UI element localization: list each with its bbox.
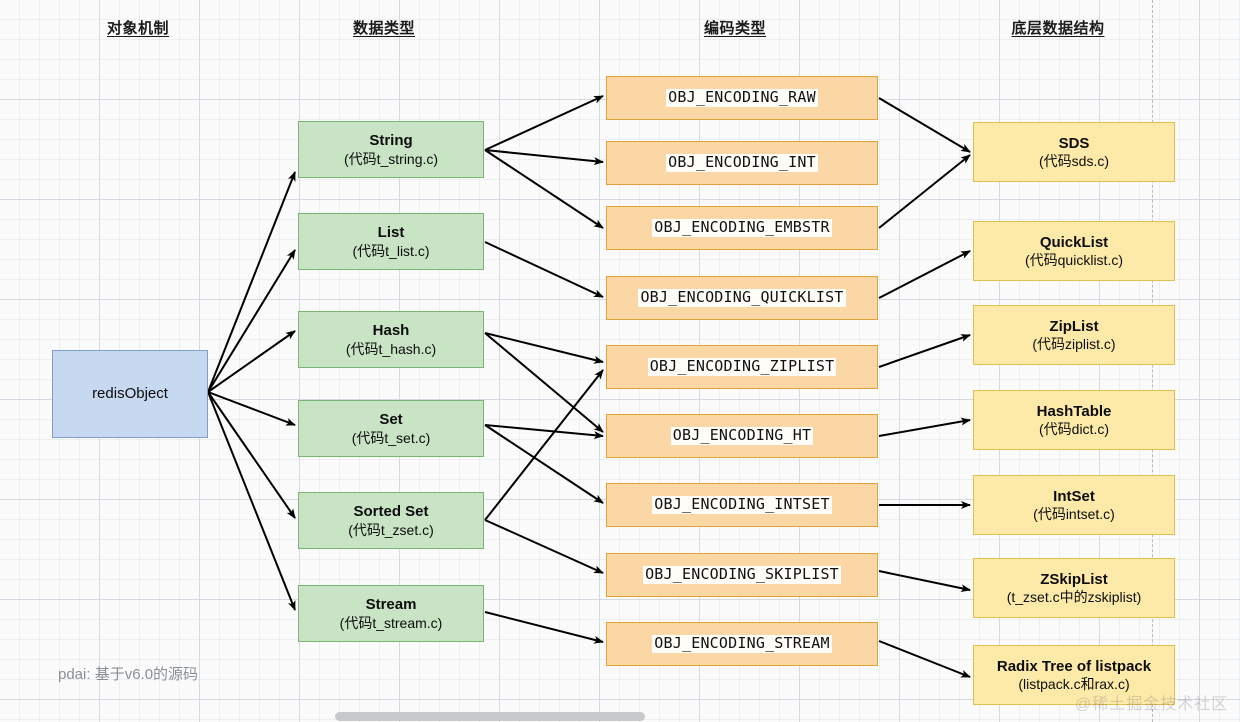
node-subtitle: (代码t_string.c) (343, 150, 439, 167)
node-subtitle: (代码sds.c) (1039, 153, 1109, 170)
node-ziplist[interactable]: OBJ_ENCODING_ZIPLIST (606, 345, 878, 389)
horizontal-scrollbar[interactable] (0, 710, 1240, 722)
node-int[interactable]: OBJ_ENCODING_INT (606, 141, 878, 185)
node-set[interactable]: Set(代码t_set.c) (298, 400, 484, 457)
node-quicklist[interactable]: OBJ_ENCODING_QUICKLIST (606, 276, 878, 320)
node-sds[interactable]: SDS(代码sds.c) (973, 122, 1175, 182)
node-title: redisObject (92, 385, 168, 403)
node-title: Stream (365, 596, 417, 614)
node-title: IntSet (1053, 487, 1095, 505)
node-stream[interactable]: Stream(代码t_stream.c) (298, 585, 484, 642)
node-intset-ds[interactable]: IntSet(代码intset.c) (973, 475, 1175, 535)
node-title: List (377, 224, 405, 242)
column-header-encoding-type: 编码类型 (703, 20, 766, 37)
node-subtitle: (代码t_zset.c) (348, 521, 434, 538)
node-subtitle: (代码quicklist.c) (1024, 252, 1123, 269)
node-subtitle: (listpack.c和rax.c) (1018, 676, 1130, 693)
scrollbar-thumb[interactable] (335, 712, 645, 721)
node-ziplist-ds[interactable]: ZipList(代码ziplist.c) (973, 305, 1175, 365)
column-header-underlying-structure: 底层数据结构 (1011, 20, 1105, 37)
node-subtitle: (t_zset.c中的zskiplist) (1006, 589, 1142, 606)
node-string[interactable]: String(代码t_string.c) (298, 121, 484, 178)
node-title: OBJ_ENCODING_RAW (666, 88, 818, 107)
node-title: Set (379, 411, 403, 429)
node-ht[interactable]: OBJ_ENCODING_HT (606, 414, 878, 458)
node-title: SDS (1058, 134, 1090, 152)
node-subtitle: (代码t_list.c) (352, 242, 430, 259)
node-title: OBJ_ENCODING_HT (670, 426, 814, 445)
node-title: OBJ_ENCODING_INTSET (652, 495, 832, 514)
node-title: String (369, 132, 413, 150)
node-intset[interactable]: OBJ_ENCODING_INTSET (606, 483, 878, 527)
node-sorted-set[interactable]: Sorted Set(代码t_zset.c) (298, 492, 484, 549)
node-hash[interactable]: Hash(代码t_hash.c) (298, 311, 484, 368)
node-title: ZSkipList (1040, 570, 1108, 588)
node-stream-enc[interactable]: OBJ_ENCODING_STREAM (606, 622, 878, 666)
node-title: Hash (372, 322, 410, 340)
node-subtitle: (代码dict.c) (1039, 421, 1109, 438)
node-raw[interactable]: OBJ_ENCODING_RAW (606, 76, 878, 120)
node-title: QuickList (1039, 233, 1109, 251)
node-title: HashTable (1036, 402, 1112, 420)
node-title: Sorted Set (353, 503, 429, 521)
node-title: OBJ_ENCODING_INT (666, 153, 818, 172)
node-title: OBJ_ENCODING_STREAM (652, 634, 832, 653)
node-subtitle: (代码t_hash.c) (345, 340, 437, 357)
node-subtitle: (代码t_set.c) (351, 429, 431, 446)
node-zskiplist-ds[interactable]: ZSkipList(t_zset.c中的zskiplist) (973, 558, 1175, 618)
node-title: OBJ_ENCODING_ZIPLIST (647, 357, 837, 376)
source-note: pdai: 基于v6.0的源码 (58, 666, 199, 683)
node-title: Radix Tree of listpack (996, 657, 1152, 675)
node-radix-ds[interactable]: Radix Tree of listpack(listpack.c和rax.c) (973, 645, 1175, 705)
node-redisObject[interactable]: redisObject (52, 350, 208, 438)
node-list[interactable]: List(代码t_list.c) (298, 213, 484, 270)
node-title: OBJ_ENCODING_SKIPLIST (643, 565, 841, 584)
node-title: OBJ_ENCODING_QUICKLIST (638, 288, 846, 307)
column-header-object-mechanism: 对象机制 (106, 20, 169, 37)
node-hashtable-ds[interactable]: HashTable(代码dict.c) (973, 390, 1175, 450)
node-subtitle: (代码intset.c) (1033, 506, 1115, 523)
node-subtitle: (代码ziplist.c) (1032, 336, 1116, 353)
node-subtitle: (代码t_stream.c) (339, 614, 443, 631)
node-skiplist[interactable]: OBJ_ENCODING_SKIPLIST (606, 553, 878, 597)
node-embstr[interactable]: OBJ_ENCODING_EMBSTR (606, 206, 878, 250)
node-title: ZipList (1049, 317, 1099, 335)
node-quicklist-ds[interactable]: QuickList(代码quicklist.c) (973, 221, 1175, 281)
watermark: @稀土掘金技术社区 (1075, 696, 1229, 713)
column-header-data-type: 数据类型 (352, 20, 415, 37)
node-title: OBJ_ENCODING_EMBSTR (652, 218, 832, 237)
